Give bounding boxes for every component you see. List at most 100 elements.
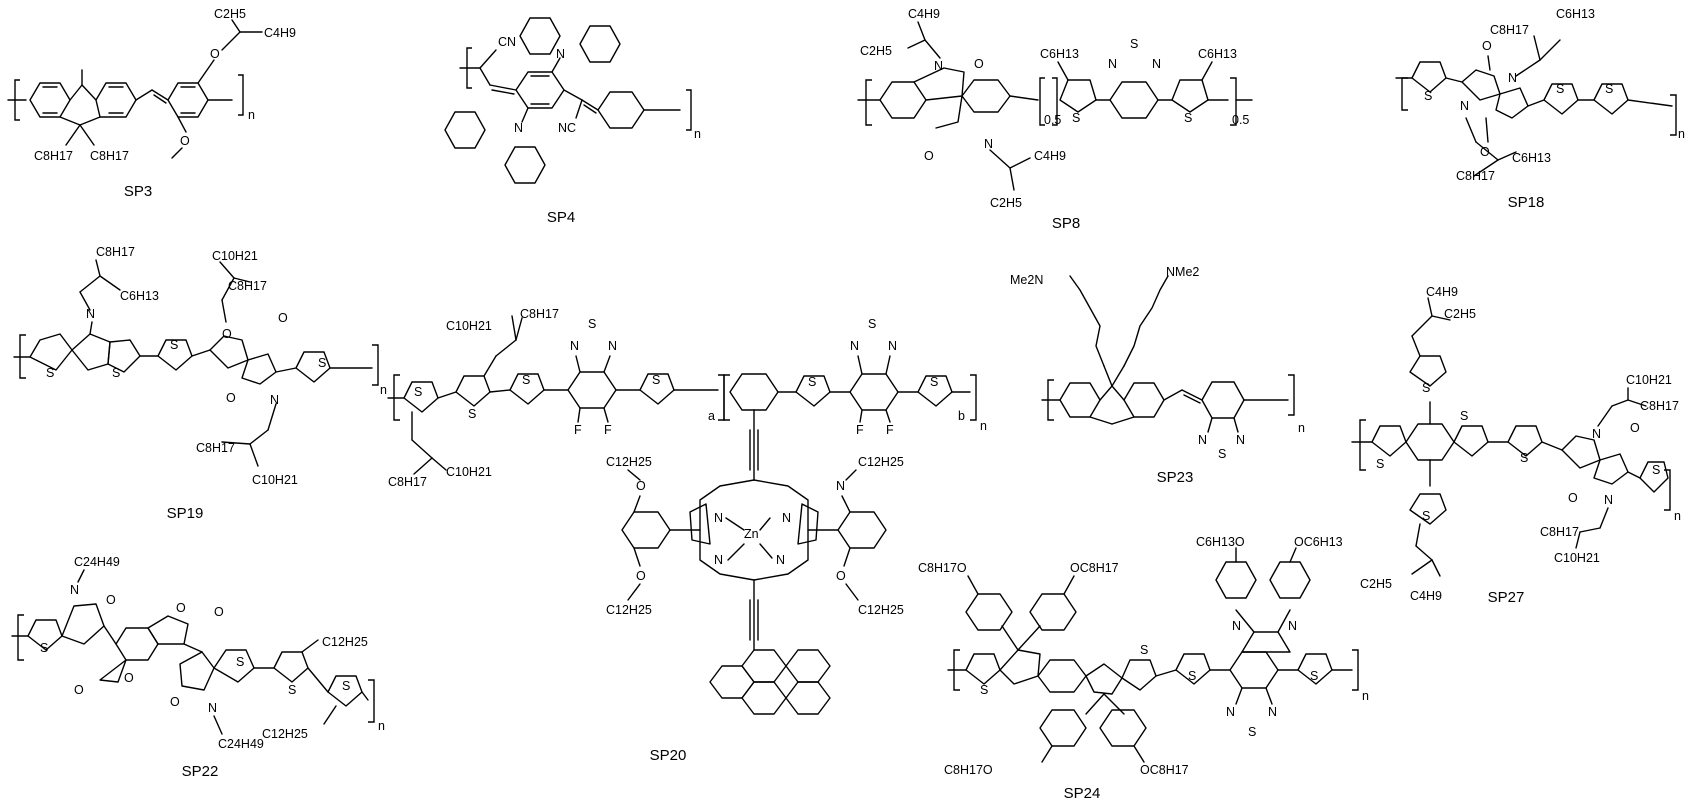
sp4-atom-n-bottom: N [514, 121, 523, 135]
sp20-label-n: n [980, 419, 987, 433]
sp27-atom-s-1: S [1376, 457, 1384, 471]
sp27-label-c2h5-bottom: C2H5 [1360, 577, 1392, 591]
sp20-atom-o-bl: O [636, 569, 646, 583]
sp24-label-c8h17o-top: C8H17O [918, 561, 967, 575]
sp18-atom-n-bottom: N [1460, 99, 1469, 113]
sp19-label-n: n [380, 383, 387, 397]
sp27-atom-o-bottom: O [1568, 491, 1578, 505]
sp18-atom-s-1: S [1424, 89, 1432, 103]
sp27-atom-n-bottom: N [1604, 493, 1613, 507]
sp22-atom-n-top: N [70, 583, 79, 597]
caption-sp8: SP8 [1052, 215, 1080, 232]
sp20-label-c12h25-br: C12H25 [858, 603, 904, 617]
sp19-atom-n-bottom: N [270, 393, 279, 407]
sp22-label-c24h49-top: C24H49 [74, 555, 120, 569]
sp20-label-a: a [708, 409, 715, 423]
structure-sp19: S N S C8H17 C6H13 S O O O N C10H21 C8H17… [13, 245, 387, 522]
sp22-atom-n-bottom: N [208, 701, 217, 715]
sp8-atom-n-bt-left: N [1108, 57, 1117, 71]
sp20-atom-n-3: N [850, 339, 859, 353]
sp19-atom-s-4: S [318, 356, 326, 370]
structure-sp8: N O C4H9 C2H5 O N C4H9 C2H5 0.5 S C6H13 … [857, 7, 1253, 232]
sp27-label-c8h17-top: C8H17 [1640, 399, 1679, 413]
sp20-atom-n-4: N [888, 339, 897, 353]
sp20-label-c8h17-bottom: C8H17 [388, 475, 427, 489]
sp27-label-c4h9-bottom: C4H9 [1410, 589, 1442, 603]
sp18-atom-n-top: N [1508, 71, 1517, 85]
caption-sp20: SP20 [650, 747, 687, 764]
sp20-atom-s-3: S [522, 373, 530, 387]
sp8-atom-n-top: N [934, 59, 943, 73]
sp23-atom-n-1: N [1198, 433, 1207, 447]
sp24-label-n: n [1362, 689, 1369, 703]
sp20-label-c12h25-tr: C12H25 [858, 455, 904, 469]
sp27-atom-s-2: S [1460, 409, 1468, 423]
sp20-atom-o-tr: N [836, 479, 845, 493]
sp19-atom-o-bottom: O [226, 391, 236, 405]
sp8-atom-s-1: S [1072, 111, 1080, 125]
sp18-label-c6h13-top: C6H13 [1556, 7, 1595, 21]
sp22-atom-o-2: O [74, 683, 84, 697]
sp3-label-c4h9: C4H9 [264, 26, 296, 40]
sp20-atom-n-2: N [608, 339, 617, 353]
sp24-atom-s-4: S [1310, 669, 1318, 683]
sp18-atom-o-top: O [1482, 39, 1492, 53]
sp20-atom-o-tl: O [636, 479, 646, 493]
sp8-atom-s-2: S [1184, 111, 1192, 125]
caption-sp23: SP23 [1157, 469, 1194, 486]
sp24-atom-n-q2: N [1288, 619, 1297, 633]
sp19-atom-s-1: S [46, 366, 54, 380]
sp20-atom-s-bt2: S [868, 317, 876, 331]
sp27-atom-s-4: S [1652, 463, 1660, 477]
sp8-atom-n-bt-right: N [1152, 57, 1161, 71]
sp18-atom-s-2: S [1556, 82, 1564, 96]
sp20-atom-s-6: S [930, 375, 938, 389]
sp19-atom-s-2: S [112, 366, 120, 380]
sp22-atom-o-4: O [176, 601, 186, 615]
sp27-atom-o-top: O [1630, 421, 1640, 435]
sp24-label-oc6h13: OC6H13 [1294, 535, 1343, 549]
sp27-label-n: n [1674, 509, 1681, 523]
sp22-atom-o-6: O [170, 695, 180, 709]
sp20-atom-zn: Zn [744, 527, 759, 541]
sp18-label-c8h17-top: C8H17 [1490, 23, 1529, 37]
sp22-atom-s-2: S [236, 655, 244, 669]
sp8-label-c6h13-left: C6H13 [1040, 47, 1079, 61]
sp20-atom-s-bt1: S [588, 317, 596, 331]
sp3-label-n: n [248, 108, 255, 122]
sp27-atom-s-6: S [1422, 509, 1430, 523]
structure-sp24: n S S S N N N S N S C6H13O OC6H13 [918, 535, 1369, 802]
sp8-label-c4h9-top: C4H9 [908, 7, 940, 21]
sp23-label-n: n [1298, 421, 1305, 435]
sp18-label-n: n [1678, 127, 1685, 141]
sp22-label-c12h25-top: C12H25 [322, 635, 368, 649]
sp3-label-c8h17-left: C8H17 [34, 149, 73, 163]
sp22-atom-s-3: S [288, 683, 296, 697]
sp22-label-n: n [378, 719, 385, 733]
sp20-atom-n-p1: N [714, 511, 723, 525]
sp8-atom-s-bt: S [1130, 37, 1138, 51]
sp18-label-c6h13-bottom: C6H13 [1512, 151, 1551, 165]
sp18-atom-o-bottom: O [1480, 145, 1490, 159]
sp20-atom-s-2: S [468, 407, 476, 421]
sp19-atom-o-top: O [278, 311, 288, 325]
sp24-atom-n-q1: N [1232, 619, 1241, 633]
sp20-atom-n-p4: N [776, 553, 785, 567]
sp20-atom-s-4: S [652, 373, 660, 387]
sp20-atom-o-br: O [836, 569, 846, 583]
sp24-label-oc8h17-bottom: OC8H17 [1140, 763, 1189, 777]
structure-sp23: n Me2N NMe2 N S N SP23 [1010, 265, 1305, 486]
sp24-atom-n-bt1: N [1226, 705, 1235, 719]
sp19-atom-s-3: S [170, 338, 178, 352]
sp3-atom-o-methoxy: O [180, 134, 190, 148]
sp18-label-c8h17-bottom: C8H17 [1456, 169, 1495, 183]
sp8-atom-o-top: O [974, 57, 984, 71]
sp20-atom-n-1: N [570, 339, 579, 353]
sp8-atom-o-bottom: O [924, 149, 934, 163]
sp24-label-c6h13o: C6H13O [1196, 535, 1245, 549]
sp8-label-c4h9-bottom: C4H9 [1034, 149, 1066, 163]
sp3-label-c2h5: C2H5 [214, 7, 246, 21]
sp8-label-c6h13-right: C6H13 [1198, 47, 1237, 61]
sp20-label-c8h17-top: C8H17 [520, 307, 559, 321]
